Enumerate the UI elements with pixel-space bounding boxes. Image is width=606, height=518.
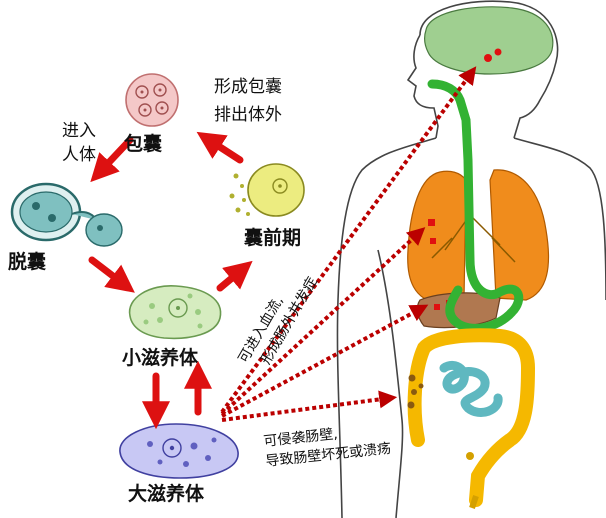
- intestine-pathway-note: 可侵袭肠壁, 导致肠壁坏死或溃疡: [263, 425, 392, 470]
- colon-ulcers: [407, 374, 424, 409]
- rectum: [469, 495, 479, 509]
- arrow-excyst-to-small: [88, 256, 135, 293]
- blood-pathway-note: 可进入血流, 形成肠外并发症: [236, 274, 321, 367]
- spread-arrow-liver: [221, 304, 429, 418]
- annotation-form-cyst-line2: 排出体外: [214, 105, 282, 125]
- annotation-enter-line1: 进入: [62, 121, 96, 141]
- large-trophozoite-cell: [119, 423, 239, 479]
- excystation-cell: [10, 182, 123, 247]
- esophagus-stomach: [427, 79, 524, 333]
- annotation-enter-line2: 人体: [62, 145, 96, 165]
- liver-lesion: [434, 304, 440, 310]
- annotation-form-cyst-line1: 形成包囊: [214, 77, 282, 97]
- brain: [424, 6, 554, 75]
- small-intestine: [439, 360, 503, 417]
- human-body: [336, 0, 606, 518]
- left-lung: [407, 170, 467, 305]
- arrow-precyst-to-cyst: [196, 131, 244, 164]
- stage-label-cyst: 包囊: [124, 132, 163, 155]
- lung-lesion: [428, 219, 435, 226]
- arrow-small-to-precyst: [216, 260, 253, 292]
- right-torso-outline: [513, 137, 606, 301]
- arrow-cyst-to-excyst: [90, 136, 134, 183]
- stage-label-small-trophozoite: 小滋养体: [122, 346, 199, 369]
- right-lung: [489, 169, 550, 301]
- spread-arrow-brain: [220, 66, 477, 414]
- brain-lesion: [484, 54, 492, 62]
- spread-arrows: [220, 66, 477, 422]
- precyst-cell: [229, 163, 305, 217]
- cyst-cell: [125, 73, 179, 127]
- head-outline: [419, 0, 559, 139]
- small-trophozoite-cell: [128, 285, 222, 340]
- stage-label-large-trophozoite: 大滋养体: [128, 482, 205, 505]
- intestine-note-line1: 可侵袭肠壁,: [263, 425, 339, 450]
- spread-arrow-intestine: [221, 390, 398, 422]
- lung-lesion: [430, 238, 436, 244]
- stage-label-excystation: 脱囊: [8, 250, 47, 273]
- face-outline: [406, 34, 439, 139]
- left-torso-outline: [336, 137, 437, 518]
- colon: [407, 328, 536, 507]
- cycle-arrows: [88, 131, 253, 430]
- anus-marker: [466, 452, 474, 460]
- stage-label-precyst: 囊前期: [243, 226, 301, 249]
- left-arm-line: [377, 249, 404, 518]
- brain-lesion: [494, 48, 502, 56]
- spread-arrow-lung: [220, 227, 426, 416]
